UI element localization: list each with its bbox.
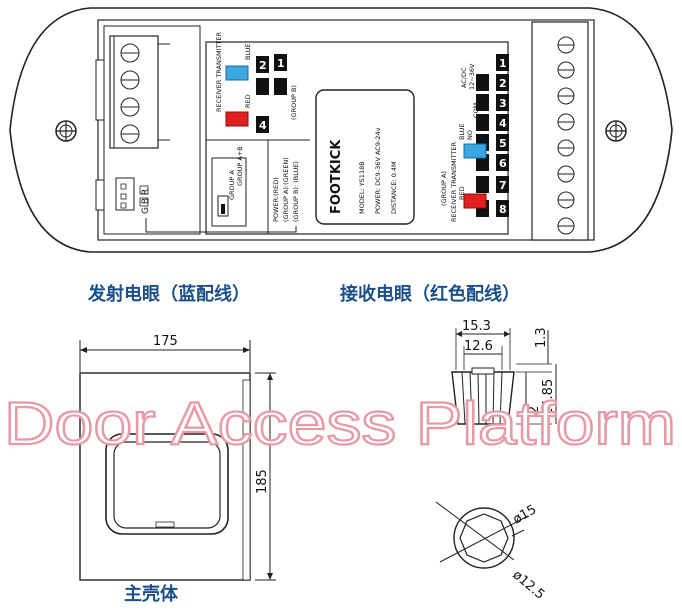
dim-height: 185 — [255, 469, 270, 494]
group-a-label: (GROUP A) — [440, 171, 448, 206]
power-line-3: (GROUP B): (BLUE) — [292, 161, 300, 222]
red-wire-group-b — [225, 111, 249, 127]
switch-group-a: GROUP A — [228, 170, 236, 200]
power-text: POWER: DC9-36V AC9-24v — [374, 127, 382, 214]
transmitter-label-left: RECEIVER TRANSMITTER — [215, 32, 223, 112]
power-line-1: POWER:(RED) — [272, 177, 280, 222]
mounting-hole-right — [605, 120, 627, 142]
blue-label-right: BLUE — [458, 123, 466, 140]
pin-right-8: 8 — [499, 203, 507, 216]
dim-diam-12-5: ø12.5 — [509, 568, 547, 603]
power-line-2: (GROUP A):(GREEN) — [282, 157, 290, 222]
pin-left-1: 1 — [277, 57, 285, 70]
watermark: Door Access Platform — [4, 390, 676, 457]
pcb-board: G B R 2 4 1 RECEIVER TRANSMITTER BLUE RE… — [9, 7, 673, 253]
pin-left-4: 4 — [259, 119, 267, 132]
transmitter-label-right: RECEIVER TRANSMITTER — [450, 142, 458, 222]
dim-1-3: 1.3 — [534, 327, 549, 348]
pin-right-2: 2 — [499, 77, 507, 90]
pin-right-7: 7 — [499, 179, 507, 192]
product-label: FOOTKICK MODEL: YS118B POWER: DC9-36V AC… — [315, 89, 415, 225]
pin-right-6: 6 — [499, 157, 507, 170]
dim-width: 175 — [153, 334, 178, 349]
pin-right-3: 3 — [499, 97, 507, 110]
group-b-label: (GROUP B) — [290, 85, 298, 120]
red-label-right: RED — [458, 186, 466, 200]
left-pin-labels: 2 4 1 — [256, 54, 287, 133]
red-label-left: RED — [244, 94, 252, 108]
no-label: NO — [466, 130, 474, 140]
pin-left-2: 2 — [259, 59, 267, 72]
dip-switch-block: GROUP A GROUP A+B — [211, 146, 247, 227]
dim-14-85: 14.85 — [541, 379, 556, 416]
caption-housing: 主壳体 — [124, 583, 179, 605]
gbr-label: G B R — [141, 189, 151, 214]
housing-front-view: 175 185 — [79, 334, 276, 581]
dim-12-6: 12.6 — [464, 339, 493, 354]
eye-side-view: 15.3 12.6 1.3 2 14.85 — [451, 319, 557, 425]
model-text: MODEL: YS118B — [358, 161, 366, 214]
eye-top-view: ø15 ø12.5 — [435, 501, 547, 603]
acdc-label: AC/DC — [460, 67, 468, 88]
mounting-hole-left — [55, 120, 77, 142]
pin-right-5: 5 — [499, 137, 507, 150]
blue-wire-group-b — [225, 65, 249, 81]
caption-transmitter: 发射电眼（蓝配线） — [87, 283, 250, 305]
red-wire-group-a — [463, 193, 487, 209]
pin-right-4: 4 — [499, 117, 507, 130]
switch-group-ab: GROUP A+B — [236, 146, 244, 186]
jumper-header: G B R — [115, 177, 297, 233]
voltage-label: 12~36V — [468, 63, 476, 90]
dim-diam-15: ø15 — [511, 502, 540, 527]
pin-right-1: 1 — [499, 57, 507, 70]
blue-label-left: BLUE — [244, 43, 252, 60]
left-terminal-block — [109, 35, 170, 149]
dim-2: 2 — [527, 406, 542, 414]
right-terminal-strip — [531, 21, 589, 241]
blue-wire-group-a — [463, 143, 487, 159]
com-label: COM — [472, 103, 480, 118]
brand-name: FOOTKICK — [329, 139, 344, 214]
dim-15-3: 15.3 — [462, 319, 491, 334]
caption-receiver: 接收电眼（红色配线） — [340, 283, 520, 305]
distance-text: DISTANCE: 0.4M — [390, 161, 398, 214]
